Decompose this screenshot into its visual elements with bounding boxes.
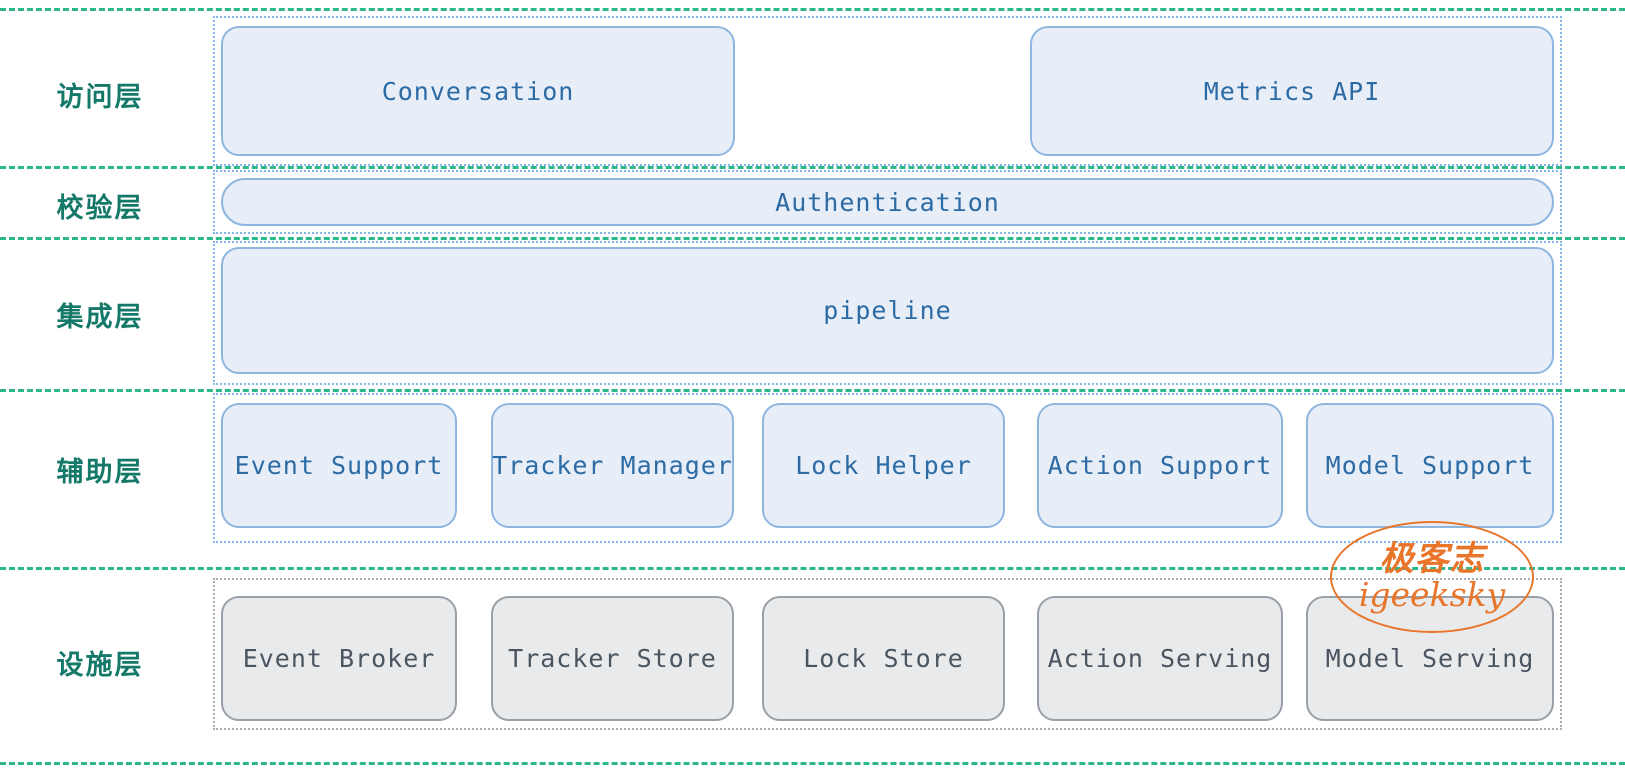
group-container-auxiliary (213, 393, 1562, 543)
node-model-support-label: Model Support (1325, 451, 1535, 480)
layer-separator-top (0, 8, 1625, 11)
node-pipeline-label: pipeline (823, 296, 952, 325)
group-container-access (213, 16, 1562, 166)
node-conversation[interactable]: Conversation (221, 26, 735, 156)
node-authentication-label: Authentication (775, 187, 1000, 217)
node-action-support-label: Action Support (1047, 451, 1273, 480)
layer-separator-auxiliary (0, 567, 1625, 570)
layer-label-access: 访问层 (56, 82, 144, 113)
node-tracker-store-label: Tracker Store (508, 644, 717, 673)
node-tracker-manager-label: Tracker Manager (492, 451, 733, 480)
node-tracker-store[interactable]: Tracker Store (491, 596, 734, 721)
layer-label-integration: 集成层 (56, 302, 144, 333)
layer-separator-integration (0, 389, 1625, 392)
node-model-support[interactable]: Model Support (1306, 403, 1554, 528)
node-pipeline[interactable]: pipeline (221, 247, 1554, 374)
node-lock-store-label: Lock Store (803, 644, 964, 673)
node-metrics-api[interactable]: Metrics API (1030, 26, 1554, 156)
node-event-support[interactable]: Event Support (221, 403, 457, 528)
layer-separator-validation (0, 237, 1625, 240)
layer-separator-access (0, 166, 1625, 169)
watermark-cn-text: 极客志 (1379, 538, 1485, 579)
layer-label-infrastructure: 设施层 (56, 650, 144, 681)
node-lock-helper-label: Lock Helper (795, 451, 972, 480)
node-action-serving[interactable]: Action Serving (1037, 596, 1283, 721)
group-container-validation (213, 170, 1562, 234)
group-container-infrastructure (213, 578, 1562, 730)
node-event-support-label: Event Support (234, 451, 444, 480)
node-tracker-manager[interactable]: Tracker Manager (491, 403, 734, 528)
node-model-serving-label: Model Serving (1325, 644, 1535, 673)
group-container-integration (213, 241, 1562, 385)
layer-label-auxiliary: 辅助层 (56, 457, 144, 488)
node-conversation-label: Conversation (381, 76, 575, 106)
node-authentication[interactable]: Authentication (221, 178, 1554, 226)
node-lock-store[interactable]: Lock Store (762, 596, 1005, 721)
layer-label-validation: 校验层 (56, 193, 144, 224)
node-event-broker-label: Event Broker (242, 644, 436, 673)
layer-separator-bottom (0, 762, 1625, 765)
node-model-serving[interactable]: Model Serving (1306, 596, 1554, 721)
node-metrics-api-label: Metrics API (1203, 76, 1381, 106)
node-action-support[interactable]: Action Support (1037, 403, 1283, 528)
node-lock-helper[interactable]: Lock Helper (762, 403, 1005, 528)
node-action-serving-label: Action Serving (1047, 644, 1273, 673)
node-event-broker[interactable]: Event Broker (221, 596, 457, 721)
